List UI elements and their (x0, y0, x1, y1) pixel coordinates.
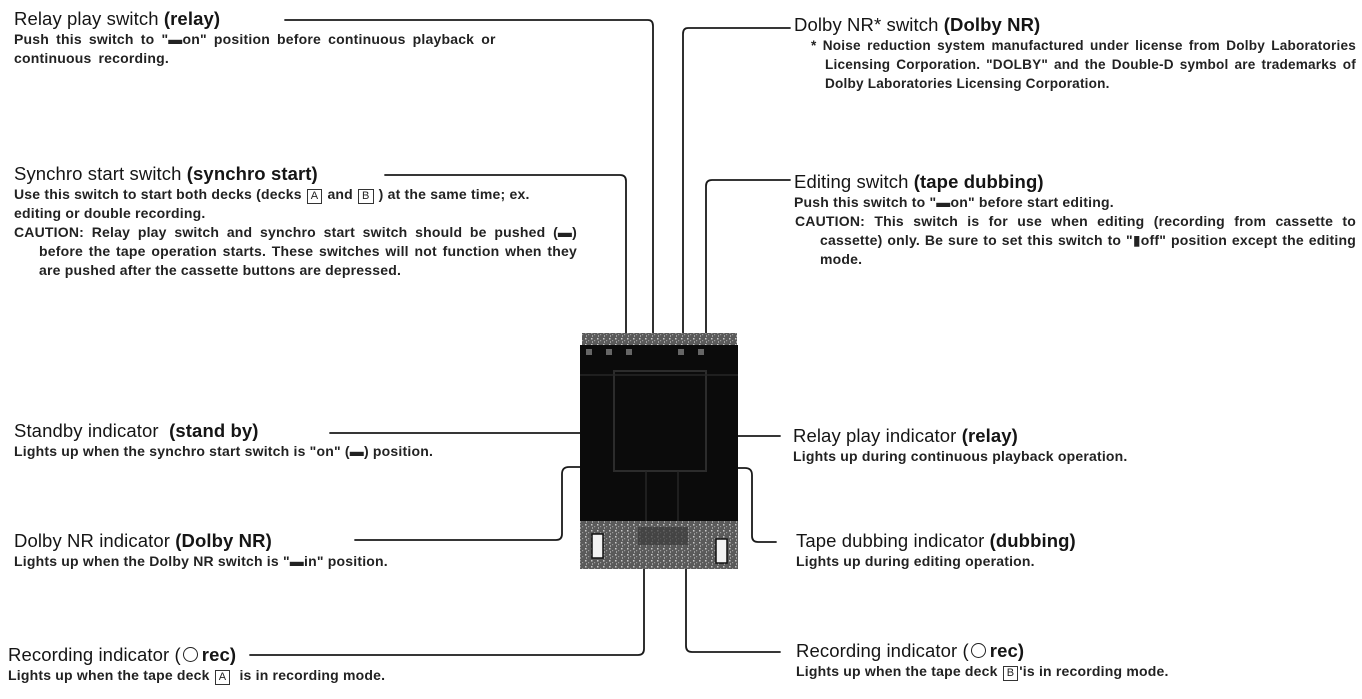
synchro-switch-desc: Use this switch to start both decks (dec… (14, 186, 577, 278)
relay-switch-title: Relay play switch (relay) (14, 8, 221, 29)
leader-dubbing-indicator (699, 467, 777, 543)
rec-circle-icon (182, 647, 198, 662)
editing-caution: CAUTION: This switch is for use when edi… (795, 213, 1356, 267)
leader-rec-a (249, 497, 645, 656)
dubbing-indicator-desc: Lights up during editing operation. (796, 553, 1035, 569)
standby-title: Standby indicator (stand by) (14, 420, 259, 441)
leader-relay-switch (284, 19, 654, 349)
synchro-switch-title: Synchro start switch (synchro start) (14, 163, 318, 184)
rec-indicator-a-block: Recording indicator (rec) Lights up when… (8, 644, 568, 685)
deck-a-slot (591, 533, 604, 559)
editing-switch-title: Editing switch (tape dubbing) (794, 171, 1044, 192)
dolby-indicator-desc: Lights up when the Dolby NR switch is "▬… (14, 553, 388, 569)
synchro-switch-block: Synchro start switch (synchro start) Use… (14, 163, 577, 280)
rec-indicator-a-title: Recording indicator (rec) (8, 644, 237, 665)
relay-switch-block: Relay play switch (relay) Push this swit… (14, 8, 579, 68)
deck-a-box: A (306, 189, 323, 204)
rec-indicator-b-block: Recording indicator (rec) Lights up when… (796, 640, 1356, 681)
leader-rec-b (685, 497, 781, 653)
leader-dolby-indicator (354, 466, 623, 541)
deck-b-box: B (358, 189, 374, 204)
relay-indicator-title: Relay play indicator (relay) (793, 425, 1018, 446)
standby-indicator-block: Standby indicator (stand by) Lights up w… (14, 420, 534, 461)
standby-desc: Lights up when the synchro start switch … (14, 443, 434, 459)
deck-panel-illustration (580, 333, 738, 569)
dolby-indicator-block: Dolby NR indicator (Dolby NR) Lights up … (14, 530, 554, 571)
panel-top-strip (582, 333, 737, 345)
dolby-switch-block: Dolby NR* switch (Dolby NR) * Noise redu… (794, 14, 1356, 93)
deck-b-slot (715, 538, 728, 564)
dolby-switch-title: Dolby NR* switch (Dolby NR) (794, 14, 1041, 35)
relay-switch-desc: Push this switch to "▬on" position befor… (14, 31, 496, 66)
editing-switch-desc: Push this switch to "▬on" before start e… (794, 194, 1356, 267)
dubbing-indicator-block: Tape dubbing indicator (dubbing) Lights … (796, 530, 1356, 571)
rec-indicator-b-desc: Lights up when the tape deck B'is in rec… (796, 663, 1169, 681)
rec-indicator-a-desc: Lights up when the tape deck A is in rec… (8, 667, 386, 685)
editing-switch-block: Editing switch (tape dubbing) Push this … (794, 171, 1356, 269)
leader-editing-switch (705, 179, 791, 349)
rec-circle-icon (970, 643, 986, 658)
synchro-caution: CAUTION: Relay play switch and synchro s… (14, 224, 577, 278)
panel-window (613, 370, 707, 472)
deck-a-box-rec: A (214, 670, 231, 685)
dolby-switch-note: * Noise reduction system manufactured un… (811, 38, 1356, 91)
deck-b-box-rec: B (1002, 666, 1019, 681)
dolby-indicator-title: Dolby NR indicator (Dolby NR) (14, 530, 272, 551)
rec-indicator-b-title: Recording indicator (rec) (796, 640, 1025, 661)
relay-indicator-desc: Lights up during continuous playback ope… (793, 448, 1128, 464)
leader-synchro-switch (384, 174, 627, 349)
relay-indicator-block: Relay play indicator (relay) Lights up d… (793, 425, 1353, 466)
dubbing-indicator-title: Tape dubbing indicator (dubbing) (796, 530, 1076, 551)
leader-dolby-switch (682, 27, 791, 349)
